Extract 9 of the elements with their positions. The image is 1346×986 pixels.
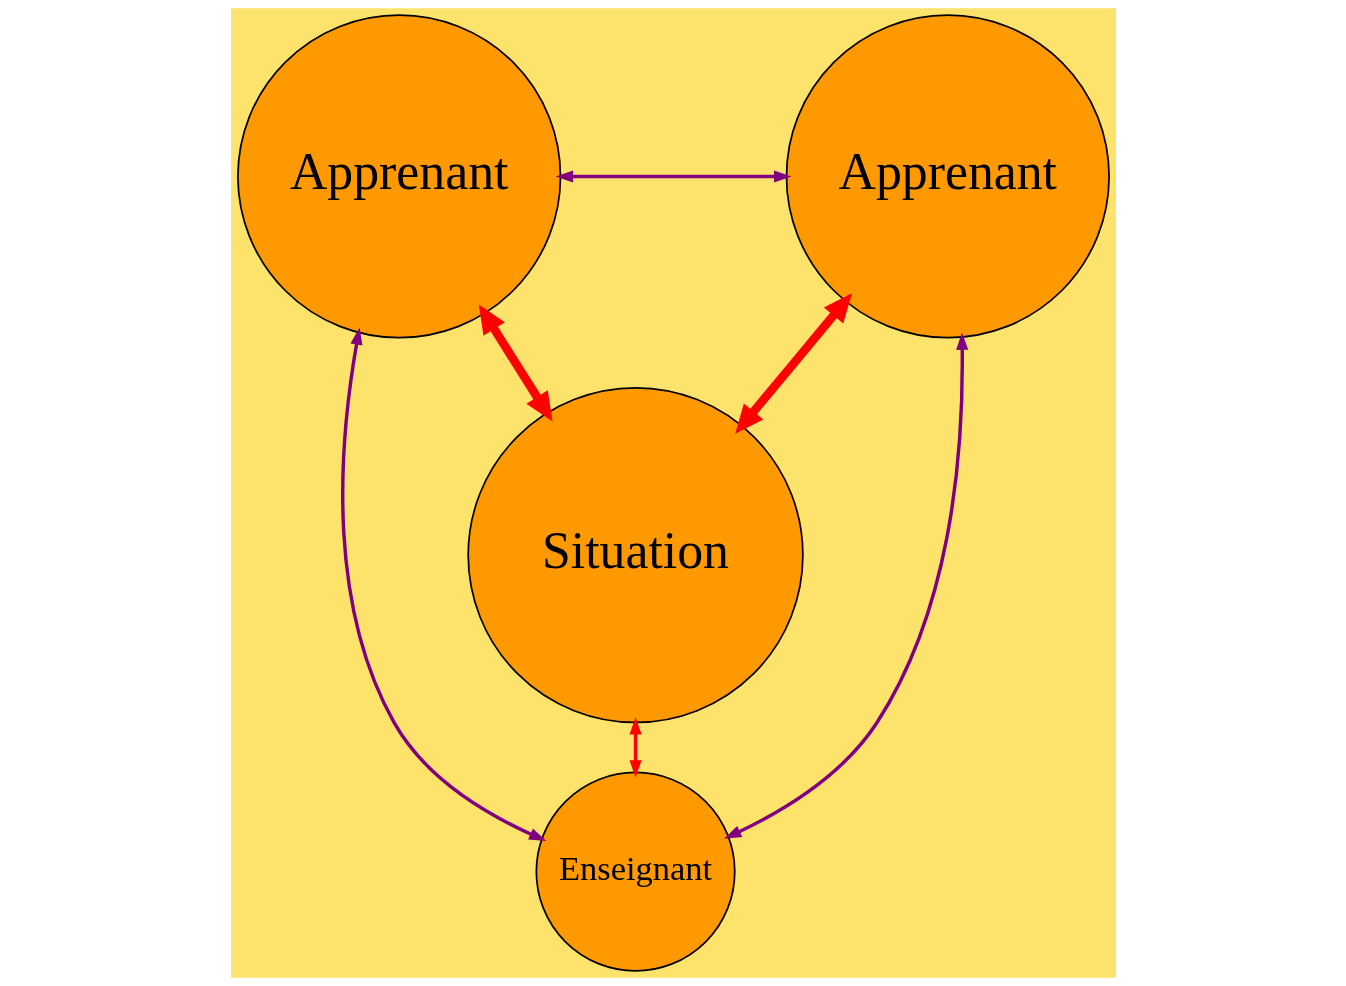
node-circle: Situation	[466, 386, 804, 724]
arrow	[340, 327, 546, 842]
node-circle: Enseignant	[535, 771, 736, 972]
arrow	[734, 293, 852, 434]
arrow	[629, 717, 642, 778]
arrow	[555, 170, 791, 183]
arrow	[478, 304, 552, 422]
arrow	[723, 332, 968, 839]
node-circle: Apprenant	[785, 14, 1110, 339]
